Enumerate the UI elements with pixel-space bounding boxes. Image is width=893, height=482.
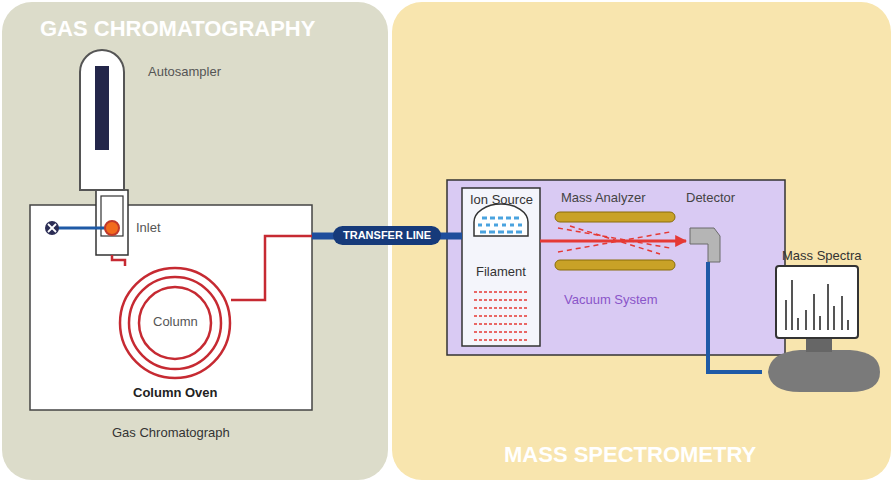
valve-symbol [45,221,59,235]
line-label: TRANSFER LINE [333,226,441,245]
node-label: Inlet [136,220,161,236]
node-label: Gas Chromatograph [112,425,230,441]
node-label: Vacuum System [564,292,658,308]
autosampler-body [80,50,124,190]
inlet-liner [101,196,123,236]
monitor-screen [776,266,858,338]
quadrupole-rod [555,212,675,222]
monitor-base [768,350,880,392]
node-label: Detector [686,190,735,206]
quadrupole-rod [555,260,675,270]
node-label: Mass Spectra [782,248,861,264]
filament-coil [474,292,528,340]
region-panel-outline [392,2,891,480]
region-panel-outline [2,2,388,480]
ion-cloud [478,224,524,227]
column-coil [120,268,230,378]
connector-line [708,262,762,372]
inlet-box-outline [96,190,128,255]
node-label: MASS SPECTROMETRY [504,442,756,468]
connector-line [540,240,686,243]
column-coil [129,277,221,369]
valve-cross [48,224,56,232]
connector [540,241,686,242]
ion-chamber [474,204,528,236]
node-sublabel: Filament [476,264,526,280]
ion-source-box-outline [462,188,540,346]
connector-line [231,236,462,300]
node-label: Mass Analyzer [561,190,646,206]
node-label: Ion Source [470,192,533,208]
connector [231,236,462,300]
mass-analyzer: Mass Analyzer [555,188,675,208]
gas-line [58,227,105,230]
ion-cloud [482,217,520,220]
detector-elbow [690,228,720,262]
vacuum-box-outline [447,180,785,355]
connector [112,255,125,266]
node-label: Column [153,314,198,330]
connector [708,262,762,372]
monitor: Mass Spectra [762,248,882,388]
node-label: GAS CHROMATOGRAPHY [40,16,315,42]
instrument-box: Gas Chromatograph InletColumn [30,205,312,450]
inlet-box: Inlet [96,190,176,255]
column-coil: Column [119,266,231,380]
septum [105,221,119,235]
region-panel: GAS CHROMATOGRAPHY Gas Chromatograph Inlet… [2,2,388,480]
part-label: Column Oven [133,385,218,401]
connector-line [112,255,125,266]
region-panel: MASS SPECTROMETRY Vacuum System Ion Source… [392,2,891,480]
column-coil [139,287,211,359]
node-label: Autosampler [148,64,221,80]
autosampler: Autosampler [80,50,240,190]
detector: Detector [686,190,746,262]
ion-cloud [480,231,522,234]
spectrum-bars [786,280,848,330]
autosampler-vial [95,66,109,150]
valve-cross [48,224,56,232]
vacuum-box: Vacuum System Ion SourceFilament Mass Anal… [447,180,785,355]
ion-source-box: Ion SourceFilament [462,188,540,346]
